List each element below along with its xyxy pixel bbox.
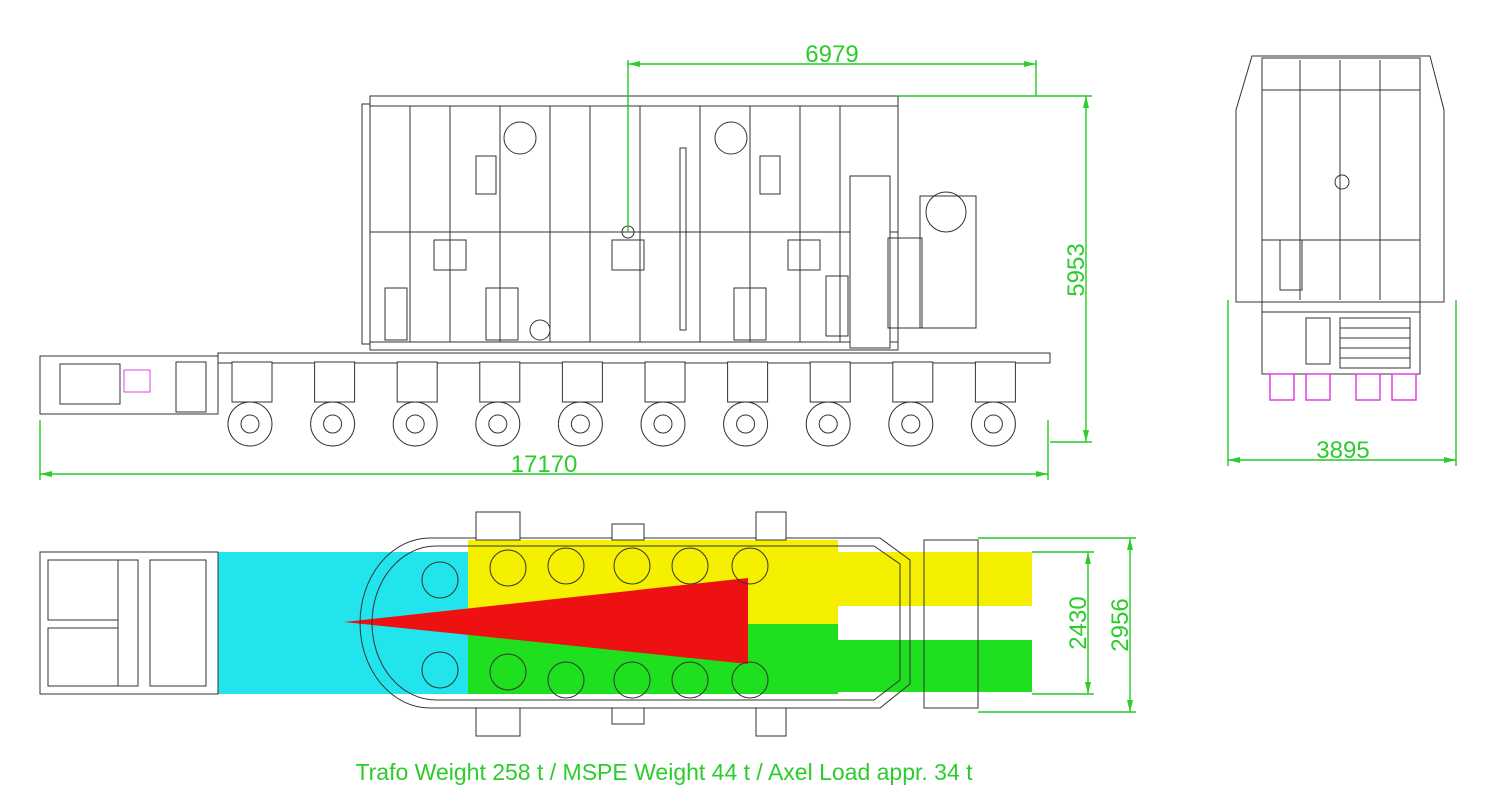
dim-total-height-label: 5953 [1063,243,1090,296]
axle-bogie [396,361,438,403]
wheel [723,401,769,447]
load-zone-green-front [838,640,1032,692]
end-wheels [1269,373,1417,401]
wheel [557,401,603,447]
wheel [640,401,686,447]
trailer-head-top [39,551,219,695]
tank-top-circle [671,547,709,585]
tank-top-circle [547,661,585,699]
load-zone-yellow-front [838,552,1032,606]
wheel-hub [818,414,838,434]
wheel-hub [570,414,590,434]
end-view: 3895 [1227,55,1457,466]
wheel [970,401,1016,447]
tank-top-circle [731,661,769,699]
tank-top-circle [547,547,585,585]
top-view: 2430 2956 [39,511,1136,737]
dim-tank-length-label: 6979 [805,41,858,68]
wheels-side [227,401,1016,447]
weight-caption: Trafo Weight 258 t / MSPE Weight 44 t / … [355,759,973,785]
trailer-deck-side [39,352,1051,415]
load-zone-red-cone [344,578,748,664]
tank-top-circle [613,661,651,699]
wheel [888,401,934,447]
tank-top-circle [489,653,527,691]
tank-top-circle [421,651,459,689]
axle-bogies-side [231,361,1016,403]
wheel-hub [983,414,1003,434]
axle-bogie [974,361,1016,403]
axle-bogie [809,361,851,403]
transformer-tank-side [361,95,899,351]
wheel-hub [488,414,508,434]
wheel [475,401,521,447]
trailer-end [1261,311,1421,401]
side-view: 6979 5953 17170 [39,41,1092,480]
axle-bogie [479,361,521,403]
dim-side-width-label: 3895 [1316,437,1369,464]
tank-top-circle [489,549,527,587]
transformer-tank-top [359,511,979,737]
axle-bogie [561,361,603,403]
dim-inner-width: 2430 [1032,551,1094,695]
wheel-hub [653,414,673,434]
wheel-hub [323,414,343,434]
transformer-tank-end [1235,55,1445,313]
dim-total-height: 5953 [898,95,1092,443]
wheel [227,401,273,447]
axle-bogie [314,361,356,403]
tank-top-circle [671,661,709,699]
dim-total-length: 17170 [39,420,1049,480]
wheel-hub [405,414,425,434]
dim-outer-width-label: 2956 [1107,598,1134,651]
wheel [310,401,356,447]
dim-total-length-label: 17170 [511,451,578,478]
wheel-hub [901,414,921,434]
wheel [392,401,438,447]
dim-side-width: 3895 [1227,300,1457,466]
dim-tank-length: 6979 [627,41,1037,232]
axle-bogie [644,361,686,403]
axle-bogie [892,361,934,403]
cooler-unit-side [825,175,977,349]
axle-bogie [727,361,769,403]
wheel-hub [240,414,260,434]
wheel [805,401,851,447]
axle-bogie [231,361,273,403]
tank-top-circle [421,561,459,599]
tank-top-circle [613,547,651,585]
dim-outer-width: 2956 [978,537,1136,713]
dim-inner-width-label: 2430 [1065,596,1092,649]
wheel-hub [736,414,756,434]
tank-top-circle [731,547,769,585]
